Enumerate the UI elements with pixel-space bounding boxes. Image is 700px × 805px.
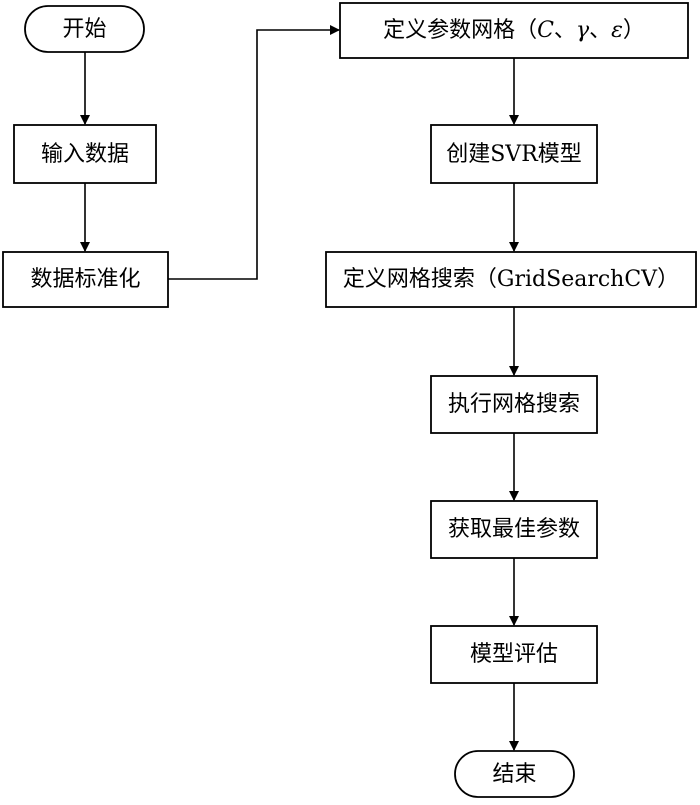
node-normalize: 数据标准化 [2,251,169,308]
node-evaluate: 模型评估 [430,625,598,684]
create-svr-label: 创建SVR模型 [446,142,582,167]
start-terminal-shape [24,5,145,53]
grid-search-label: 定义网格搜索（GridSearchCV） [343,267,679,292]
execute-search-label: 执行网格搜索 [448,392,580,417]
node-end: 结束 [454,750,575,798]
node-grid-search: 定义网格搜索（GridSearchCV） [325,251,697,308]
param-sep-1: 、 [554,18,576,43]
node-best-params: 获取最佳参数 [430,500,598,559]
flow-edges [80,25,519,751]
best-params-box [430,500,598,559]
param-grid-box [339,2,689,59]
param-gamma: γ [576,18,590,43]
evaluate-box [430,625,598,684]
edge-normalize-to-param-grid [168,25,340,280]
execute-search-box [430,375,598,434]
param-sep-2: 、 [589,18,611,43]
normalize-box [2,251,169,308]
create-svr-box [430,124,598,184]
param-grid-label-suffix: ） [623,18,645,43]
end-label: 结束 [492,762,536,787]
start-label: 开始 [62,17,106,42]
grid-search-box [325,251,697,308]
evaluate-label: 模型评估 [470,642,558,667]
node-input-data: 输入数据 [13,124,157,184]
input-data-box [13,124,157,184]
param-epsilon: ε [611,18,623,43]
best-params-label: 获取最佳参数 [448,517,580,542]
node-start: 开始 [24,5,145,53]
end-terminal-shape [454,750,575,798]
node-execute-search: 执行网格搜索 [430,375,598,434]
normalize-label: 数据标准化 [30,267,140,292]
param-grid-label-prefix: 定义参数网格（ [383,18,537,43]
node-param-grid: 定义参数网格（C、γ、ε） [339,2,689,59]
node-create-svr: 创建SVR模型 [430,124,598,184]
param-c: C [537,18,554,43]
input-data-label: 输入数据 [41,142,129,167]
param-grid-label: 定义参数网格（C、γ、ε） [383,18,645,43]
